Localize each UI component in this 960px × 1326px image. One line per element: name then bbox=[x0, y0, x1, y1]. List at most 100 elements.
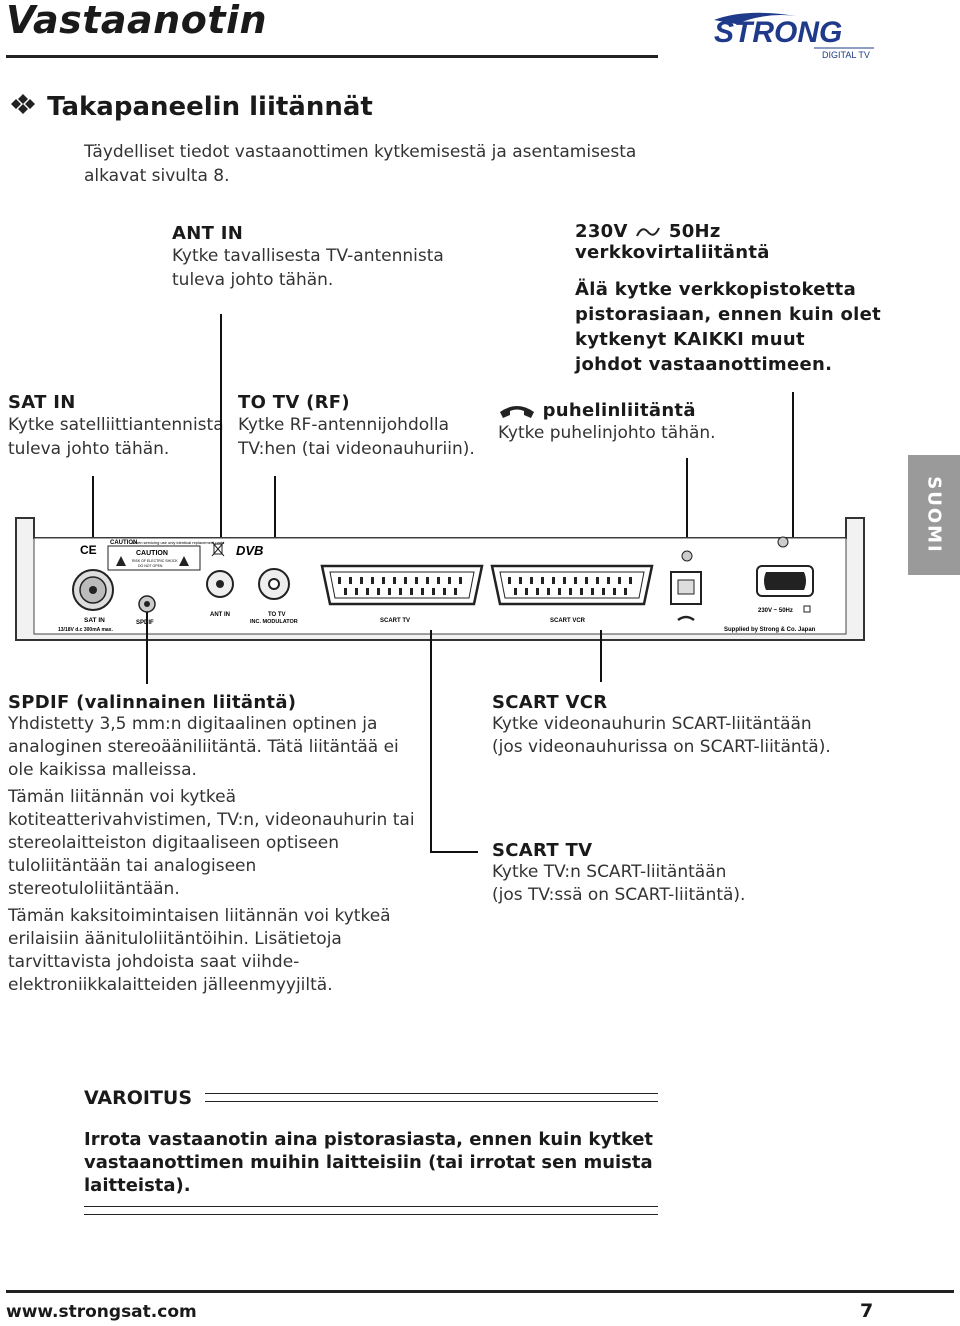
to-tv-connector bbox=[258, 568, 290, 600]
scart-tv-text-1: Kytke TV:n SCART-liitäntään bbox=[492, 862, 727, 882]
phone-title: puhelinliitäntä bbox=[498, 400, 716, 421]
warning-line-1: Irrota vastaanotin aina pistorasiasta, e… bbox=[84, 1129, 654, 1150]
spdif-p1-line-3: ole kaikissa malleissa. bbox=[8, 760, 197, 780]
spdif-pointer-line bbox=[146, 612, 148, 684]
power-warning-2: pistorasiaan, ennen kuin olet bbox=[575, 304, 882, 325]
strong-logo: STRONG DIGITAL TV bbox=[714, 12, 874, 60]
power-title: 230V 50Hz bbox=[575, 221, 881, 242]
scart-vcr-text-1: Kytke videonauhurin SCART-liitäntään bbox=[492, 714, 812, 734]
power-warning-4: johdot vastaanottimeen. bbox=[575, 354, 833, 375]
warning-title: VAROITUS bbox=[84, 1087, 193, 1109]
section-title: Takapaneelin liitännät bbox=[8, 92, 373, 122]
brand-sub: DIGITAL TV bbox=[822, 50, 870, 60]
sat-in-text-2: tuleva johto tähän. bbox=[8, 439, 170, 459]
scart-tv-connector bbox=[320, 564, 484, 606]
caution-label: CAUTION bbox=[110, 540, 137, 546]
sat-in-spec-label: 13/18V d.c 300mA max. bbox=[58, 627, 113, 633]
page-title: Vastaanotin bbox=[6, 0, 268, 42]
ant-in-pointer-line bbox=[220, 314, 222, 568]
spdif-p1-line-2: analoginen stereoääniliitäntä. Tätä liit… bbox=[8, 737, 399, 757]
spdif-p3-line-2: erilaisiin äänituloliitäntöihin. Lisätie… bbox=[8, 929, 342, 949]
spdif-section: SPDIF (valinnainen liitäntä) Yhdistetty … bbox=[8, 692, 428, 997]
footer-rule bbox=[6, 1290, 954, 1293]
power-warning-1: Älä kytke verkkopistoketta bbox=[575, 279, 857, 300]
scart-vcr-panel-label: SCART VCR bbox=[550, 618, 586, 624]
spdif-p2-line-3: stereolaitteiston digitaaliseen optiseen bbox=[8, 833, 339, 853]
scart-tv-text-2: (jos TV:ssä on SCART-liitäntä). bbox=[492, 885, 746, 905]
power-subtitle: verkkovirtaliitäntä bbox=[575, 242, 770, 263]
ant-in-callout: ANT IN Kytke tavallisesta TV-antennista … bbox=[172, 223, 444, 292]
sat-in-text-1: Kytke satelliittiantennista bbox=[8, 415, 224, 435]
spdif-p3-line-1: Tämän kaksitoimintaisen liitännän voi ky… bbox=[8, 906, 391, 926]
scart-tv-pointer-line-h bbox=[430, 851, 478, 853]
section-title-text: Takapaneelin liitännät bbox=[47, 92, 373, 122]
footer-url[interactable]: www.strongsat.com bbox=[6, 1302, 197, 1322]
ant-in-panel-label: ANT IN bbox=[210, 612, 230, 618]
scart-vcr-text-2: (jos videonauhurissa on SCART-liitäntä). bbox=[492, 737, 831, 757]
scart-vcr-pointer-line bbox=[600, 630, 602, 682]
ant-in-text-1: Kytke tavallisesta TV-antennista bbox=[172, 246, 444, 266]
rear-panel-illustration: CE CAUTION When servicing use only ident… bbox=[15, 517, 865, 641]
page-number: 7 bbox=[860, 1300, 874, 1322]
power-warning-3: kytkenyt KAIKKI muut bbox=[575, 329, 805, 350]
power-voltage: 230V bbox=[575, 221, 628, 242]
weee-bin-icon bbox=[211, 541, 225, 557]
power-socket bbox=[756, 536, 814, 597]
spdif-p1-line-1: Yhdistetty 3,5 mm:n digitaalinen optinen… bbox=[8, 714, 378, 734]
to-tv-title: TO TV (RF) bbox=[238, 392, 350, 413]
scart-tv-panel-label: SCART TV bbox=[380, 618, 410, 624]
supplied-label: Supplied by Strong & Co. Japan bbox=[724, 627, 816, 633]
warning-triangle-icon bbox=[116, 556, 126, 566]
diamond-bullet-icon bbox=[11, 94, 35, 114]
power-pointer-line bbox=[792, 392, 794, 572]
caution-box-line-3: DO NOT OPEN bbox=[138, 564, 163, 568]
scart-tv-section: SCART TV Kytke TV:n SCART-liitäntään (jo… bbox=[492, 840, 745, 907]
sat-in-title: SAT IN bbox=[8, 392, 76, 413]
spdif-p3-line-4: elektroniikkalaitteiden jälleenmyyjiltä. bbox=[8, 975, 333, 995]
scart-tv-pointer-line-v bbox=[430, 630, 432, 852]
spdif-connector bbox=[138, 595, 156, 613]
double-insulation-icon bbox=[803, 605, 811, 613]
spdif-p2-line-2: kotiteatterivahvistimen, TV:n, videonauh… bbox=[8, 810, 415, 830]
scart-vcr-section: SCART VCR Kytke videonauhurin SCART-liit… bbox=[492, 692, 831, 759]
phone-text: Kytke puhelinjohto tähän. bbox=[498, 423, 716, 443]
scart-tv-title: SCART TV bbox=[492, 840, 593, 861]
warning-text: Irrota vastaanotin aina pistorasiasta, e… bbox=[84, 1128, 664, 1197]
intro-text: Täydelliset tiedot vastaanottimen kytkem… bbox=[84, 142, 637, 186]
ac-wave-icon bbox=[636, 227, 661, 237]
warning-triangle-icon-2 bbox=[179, 556, 189, 566]
warning-line-3: laitteista). bbox=[84, 1175, 191, 1196]
power-frequency: 50Hz bbox=[668, 221, 721, 242]
ant-in-title: ANT IN bbox=[172, 223, 244, 244]
sat-in-connector bbox=[72, 569, 114, 611]
to-tv-callout: TO TV (RF) Kytke RF-antennijohdolla TV:h… bbox=[238, 392, 475, 461]
spdif-panel-label: SPDIF bbox=[136, 620, 154, 626]
language-tab: SUOMI bbox=[908, 455, 960, 575]
to-tv-panel-label: TO TV bbox=[268, 612, 286, 618]
scart-vcr-connector bbox=[490, 564, 654, 606]
phone-jack-connector bbox=[670, 550, 702, 622]
caution-box-title: CAUTION bbox=[136, 550, 168, 557]
header-rule bbox=[6, 55, 658, 58]
phone-title-text: puhelinliitäntä bbox=[542, 400, 696, 421]
phone-icon bbox=[500, 406, 534, 418]
ce-mark: CE bbox=[80, 543, 97, 557]
to-tv-text-1: Kytke RF-antennijohdolla bbox=[238, 415, 450, 435]
phone-pointer-line bbox=[686, 458, 688, 580]
ant-in-text-2: tuleva johto tähän. bbox=[172, 270, 334, 290]
caution-box-line-2: RISK OF ELECTRIC SHOCK bbox=[132, 559, 178, 563]
to-tv-text-2: TV:hen (tai videonauhuriin). bbox=[238, 439, 475, 459]
to-tv-pointer-line bbox=[274, 476, 276, 576]
dvb-logo: DVB bbox=[236, 543, 263, 558]
spdif-p2-line-4: tuloliitäntään tai analogiseen bbox=[8, 856, 257, 876]
sat-in-pointer-line bbox=[92, 476, 94, 576]
sat-in-callout: SAT IN Kytke satelliittiantennista tulev… bbox=[8, 392, 224, 461]
spdif-title: SPDIF (valinnainen liitäntä) bbox=[8, 692, 297, 713]
inc-modulator-label: INC. MODULATOR bbox=[250, 619, 298, 625]
phone-callout: puhelinliitäntä Kytke puhelinjohto tähän… bbox=[498, 400, 716, 445]
warning-bottom-rule bbox=[84, 1206, 658, 1215]
scart-vcr-title: SCART VCR bbox=[492, 692, 608, 713]
brand-text: STRONG bbox=[714, 16, 842, 49]
sat-in-panel-label: SAT IN bbox=[84, 617, 105, 624]
spdif-p3-line-3: tarvittavista johdoista saat viihde- bbox=[8, 952, 300, 972]
